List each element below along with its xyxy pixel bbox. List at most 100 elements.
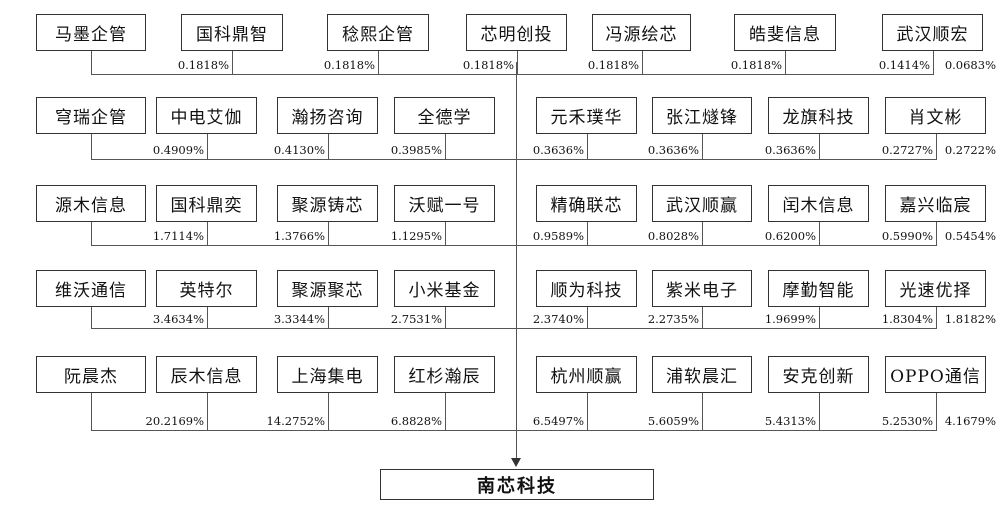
shareholding-percentage: 1.8304% (881, 312, 933, 326)
shareholding-percentage: 1.9699% (764, 312, 816, 326)
connector-line (702, 393, 703, 430)
shareholder-name: 闰木信息 (782, 196, 855, 216)
shareholder-name: 安克创新 (782, 367, 855, 387)
connector-line (587, 393, 588, 430)
shareholding-percentage: 0.6200% (764, 229, 816, 243)
shareholding-percentage: 0.5990% (881, 229, 933, 243)
shareholder-name: 中电艾伽 (170, 108, 243, 128)
connector-line (702, 134, 703, 159)
shareholder-box: 摩勤智能 (768, 270, 869, 307)
shareholder-box: 稔熙企管 (327, 14, 429, 51)
connector-line (517, 51, 518, 74)
shareholder-name: 国科鼎奕 (170, 196, 243, 216)
shareholding-percentage: 0.1818% (730, 58, 782, 72)
connector-line (445, 393, 446, 430)
shareholding-percentage: 0.2727% (881, 143, 933, 157)
connector-line (91, 393, 92, 430)
connector-line (642, 51, 643, 74)
shareholding-percentage: 0.1818% (462, 58, 514, 72)
shareholding-percentage: 0.1818% (323, 58, 375, 72)
shareholding-percentage: 20.2169% (145, 414, 204, 428)
shareholding-percentage: 0.8028% (647, 229, 699, 243)
shareholder-name: 肖文彬 (908, 108, 963, 128)
shareholder-box: 冯源绘芯 (592, 14, 691, 51)
shareholder-box: 源木信息 (36, 185, 146, 222)
shareholding-percentage: 2.2735% (647, 312, 699, 326)
connector-line (91, 51, 92, 74)
shareholder-name: 摩勤智能 (782, 281, 855, 301)
shareholder-box: 紫米电子 (652, 270, 752, 307)
shareholding-percentage: 0.0683% (944, 58, 996, 72)
shareholder-name: 芯明创投 (480, 25, 553, 45)
shareholder-box: 上海集电 (277, 356, 378, 393)
arrow-head-icon (511, 458, 521, 467)
shareholder-box: 辰木信息 (156, 356, 257, 393)
connector-line (819, 307, 820, 328)
connector-line (702, 222, 703, 245)
shareholder-name: 上海集电 (291, 367, 364, 387)
connector-line (819, 393, 820, 430)
shareholder-name: 光速优择 (899, 281, 972, 301)
shareholder-name: 顺为科技 (550, 281, 623, 301)
shareholding-percentage: 4.1679% (944, 414, 996, 428)
shareholder-name: 英特尔 (179, 281, 234, 301)
shareholder-name: 红杉瀚辰 (408, 367, 481, 387)
shareholder-name: 阮晨杰 (64, 367, 118, 387)
shareholder-name: 穹瑞企管 (55, 108, 127, 128)
connector-line (91, 74, 934, 75)
shareholder-name: 张江燧锋 (666, 108, 738, 128)
shareholder-name: 聚源聚芯 (291, 281, 364, 301)
connector-line (819, 134, 820, 159)
shareholding-percentage: 0.3636% (764, 143, 816, 157)
shareholder-name: 浦软晨汇 (666, 367, 738, 387)
shareholder-box: 武汉顺赢 (652, 185, 752, 222)
shareholding-percentage: 0.4909% (152, 143, 204, 157)
shareholder-box: 张江燧锋 (652, 97, 752, 134)
connector-line (232, 51, 233, 74)
connector-line (933, 51, 934, 74)
shareholder-name: 杭州顺赢 (550, 367, 623, 387)
shareholder-box: 肖文彬 (885, 97, 986, 134)
shareholding-percentage: 3.4634% (152, 312, 204, 326)
shareholder-box: 芯明创投 (466, 14, 567, 51)
shareholder-box: 国科鼎奕 (156, 185, 257, 222)
shareholding-percentage: 0.1818% (587, 58, 639, 72)
shareholder-box: 沃赋一号 (394, 185, 495, 222)
shareholder-name: 马墨企管 (55, 25, 127, 45)
shareholding-percentage: 0.9589% (532, 229, 584, 243)
shareholding-percentage: 0.5454% (944, 229, 996, 243)
shareholding-percentage: 1.3766% (273, 229, 325, 243)
connector-line (328, 134, 329, 159)
shareholding-percentage: 2.7531% (390, 312, 442, 326)
shareholder-name: 冯源绘芯 (605, 25, 678, 45)
connector-line (207, 393, 208, 430)
connector-line (328, 222, 329, 245)
connector-line (91, 328, 937, 329)
connector-line (445, 307, 446, 328)
shareholder-box: 龙旗科技 (768, 97, 869, 134)
shareholder-name: 皓斐信息 (749, 25, 821, 45)
shareholder-name: 沃赋一号 (408, 196, 481, 216)
shareholding-percentage: 14.2752% (266, 414, 325, 428)
shareholder-name: 元禾璞华 (550, 108, 623, 128)
spine-line (516, 62, 517, 459)
shareholding-percentage: 0.1414% (878, 58, 930, 72)
connector-line (445, 222, 446, 245)
shareholder-name: OPPO通信 (890, 367, 981, 387)
shareholder-box: 马墨企管 (36, 14, 146, 51)
shareholder-box: OPPO通信 (885, 356, 986, 393)
shareholder-box: 阮晨杰 (36, 356, 146, 393)
shareholder-box: 顺为科技 (536, 270, 637, 307)
connector-line (936, 222, 937, 245)
shareholding-percentage: 1.7114% (152, 229, 204, 243)
shareholder-name: 小米基金 (408, 281, 481, 301)
shareholding-percentage: 0.4130% (273, 143, 325, 157)
shareholding-percentage: 0.3636% (532, 143, 584, 157)
connector-line (91, 134, 92, 159)
shareholder-name: 聚源铸芯 (291, 196, 364, 216)
shareholding-percentage: 0.2722% (944, 143, 996, 157)
connector-line (91, 222, 92, 245)
shareholder-name: 嘉兴临宸 (899, 196, 972, 216)
shareholder-box: 聚源聚芯 (277, 270, 378, 307)
